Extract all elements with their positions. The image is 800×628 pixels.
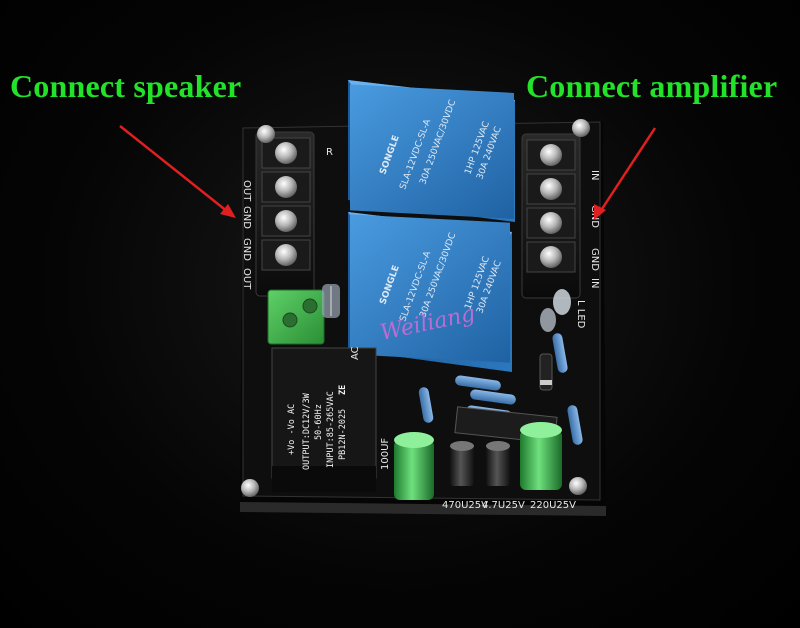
amplifier-terminal-block (521, 119, 590, 299)
capacitor-large-right (520, 422, 562, 490)
ac-label: AC (350, 346, 361, 360)
left-terminal-label: OUT (241, 180, 252, 202)
screw-icon (257, 125, 275, 143)
psu-module: ZE PB12N-2025 INPUT:85-265VAC 50-60Hz OU… (271, 347, 377, 492)
cap-label: 100UF (380, 438, 391, 470)
arrow-icon (594, 127, 657, 220)
screw-icon (241, 479, 259, 497)
led (540, 289, 571, 332)
screw-icon (540, 212, 562, 234)
cap-label: 4.7U25V (482, 500, 525, 511)
screw-icon (540, 178, 562, 200)
channel-label: R (326, 147, 333, 158)
screw-icon (540, 144, 562, 166)
diode (539, 353, 553, 391)
psu-model: PB12N-2025 (338, 409, 348, 460)
right-terminal-label: IN (589, 170, 600, 180)
power-input-terminal (267, 289, 325, 345)
psu-pins: +Vo -Vo AC (287, 404, 297, 455)
arrow-icon (119, 125, 236, 218)
left-terminal-label: GND (241, 206, 252, 229)
speaker-terminal-block (255, 125, 315, 297)
relay-bottom: SONGLE SLA-12VDC-SL-A 30A 250VAC/30VDC 1… (348, 212, 512, 372)
screw-icon (275, 176, 297, 198)
screw-icon (569, 477, 587, 495)
led-label: L LED (575, 300, 586, 329)
capacitor-small (450, 441, 510, 486)
cap-label: 470U25V (442, 500, 488, 511)
psu-logo: ZE (338, 385, 348, 395)
left-terminal-label: OUT (241, 268, 252, 290)
screw-icon (275, 244, 297, 266)
screw-icon (275, 142, 297, 164)
psu-output: OUTPUT:DC12V/3W (302, 392, 312, 470)
cap-label: 220U25V (530, 500, 576, 511)
right-terminal-label: IN (589, 278, 600, 288)
left-terminal-label: GND (241, 238, 252, 261)
screw-icon (572, 119, 590, 137)
screw-icon (275, 210, 297, 232)
psu-input: INPUT:85-265VAC (326, 391, 336, 468)
screw-icon (540, 246, 562, 268)
relay-top: SONGLE SLA-12VDC-SL-A 30A 250VAC/30VDC 1… (348, 80, 515, 222)
psu-freq: 50-60Hz (314, 404, 324, 440)
right-terminal-label: GND (589, 248, 600, 271)
caption-connect-speaker: Connect speaker (10, 68, 242, 104)
fuse (322, 284, 340, 318)
capacitor-large-left (394, 432, 434, 500)
caption-connect-amplifier: Connect amplifier (526, 68, 778, 104)
